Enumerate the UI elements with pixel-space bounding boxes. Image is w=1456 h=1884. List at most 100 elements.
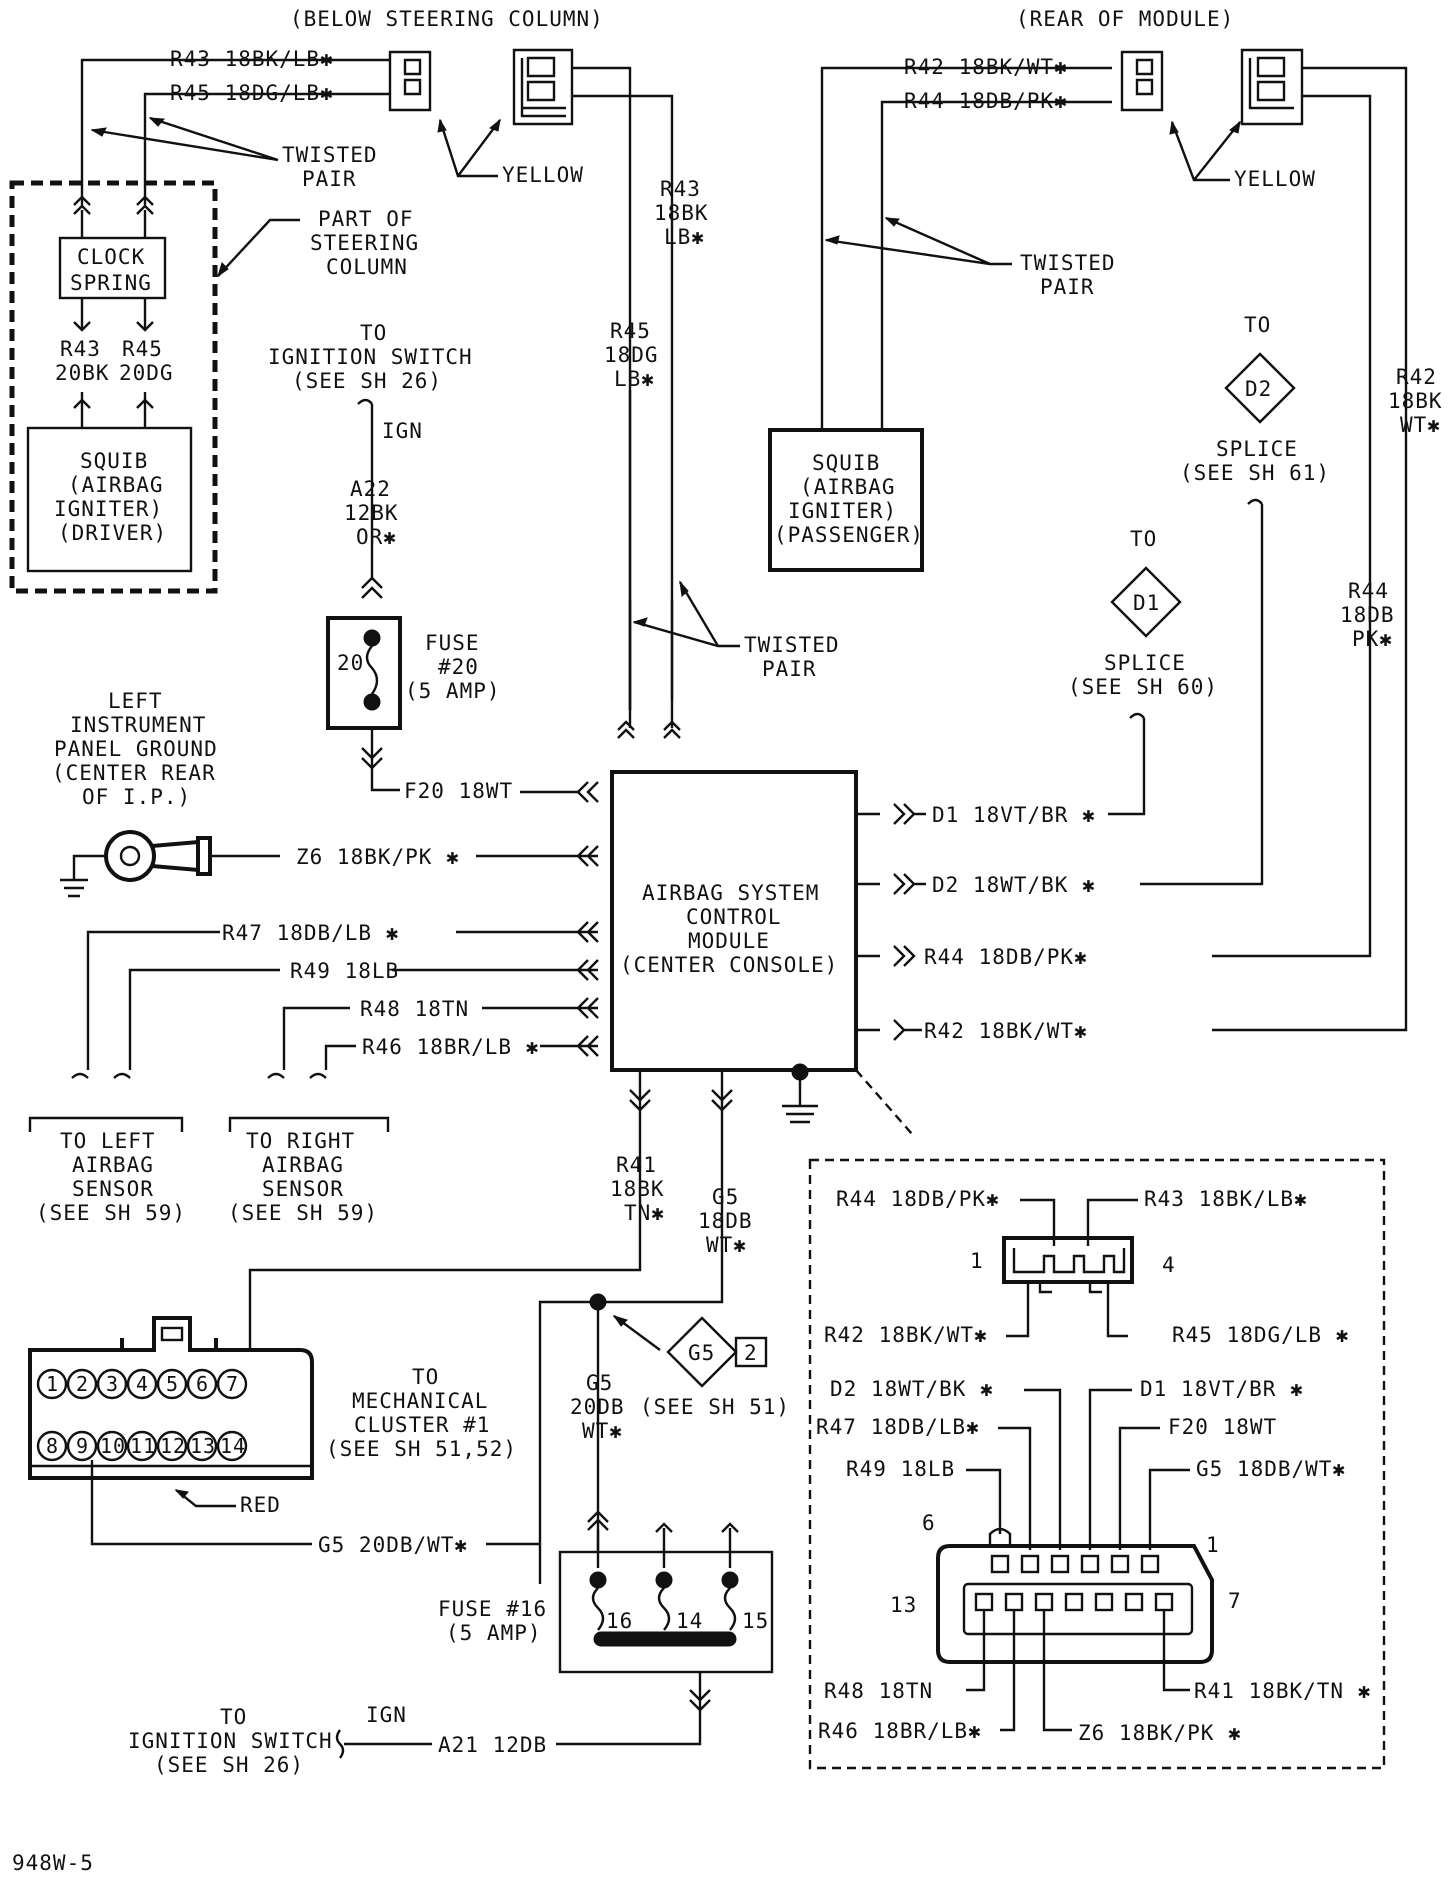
panel-ground-label: PANEL GROUND	[54, 737, 218, 761]
squib-pass-3: IGNITER)	[788, 499, 897, 523]
squib-connector-icon	[1002, 1236, 1134, 1294]
c-r46: R46 18BR/LB✱	[818, 1719, 982, 1743]
splice-d1: SPLICE	[1104, 651, 1186, 675]
twisted-pair-label-right: TWISTED	[1020, 251, 1116, 275]
f15-num: 15	[742, 1609, 769, 1633]
f16-num: 16	[606, 1609, 633, 1633]
clock-spring-box	[58, 236, 167, 300]
r43-cs-label: R43	[60, 337, 101, 361]
fuse20-label: #20	[438, 655, 479, 679]
g5-wire: G5 20DB/WT✱	[318, 1533, 468, 1557]
below-steering-column-label: (BELOW STEERING COLUMN)	[290, 7, 604, 31]
module-2: CONTROL	[686, 905, 782, 929]
cluster-pin-14: 14	[220, 1434, 246, 1458]
a22-1: A22	[350, 477, 391, 501]
pair-label-mid: PAIR	[762, 657, 817, 681]
r44-wire: R44 18DB/PK✱	[924, 945, 1088, 969]
cluster-pin-5: 5	[166, 1372, 179, 1396]
c-7: 7	[1228, 1589, 1242, 1613]
r43-mid-2: 18BK	[654, 201, 709, 225]
g5-1: G5	[712, 1185, 739, 1209]
c-g5: G5 18DB/WT✱	[1196, 1457, 1346, 1481]
r49-wire: R49 18LB	[290, 959, 399, 983]
airbag-left-label: AIRBAG	[72, 1153, 154, 1177]
connector-detail-box	[808, 1158, 1386, 1770]
rear-of-module-label: (REAR OF MODULE)	[1016, 7, 1234, 31]
d2-label: D2	[1245, 377, 1272, 401]
r43-mid-1: R43	[660, 177, 701, 201]
cluster-pin-6: 6	[196, 1372, 209, 1396]
cluster-pin-8: 8	[46, 1434, 59, 1458]
instrument-label: INSTRUMENT	[70, 713, 206, 737]
sensor-left-label: SENSOR	[72, 1177, 154, 1201]
f20-wire: F20 18WT	[404, 779, 513, 803]
d2-diamond	[1224, 352, 1296, 424]
r46-wire: R46 18BR/LB ✱	[362, 1035, 539, 1059]
cluster-pin-9: 9	[76, 1434, 89, 1458]
fuse20-box	[326, 616, 402, 730]
see-sh51-label: (SEE SH 51)	[640, 1395, 790, 1419]
c-r49: R49 18LB	[846, 1457, 955, 1481]
driver-connector-large	[512, 48, 574, 126]
r41-3: TN✱	[624, 1201, 665, 1225]
steering-column-box	[9, 180, 218, 594]
r45-cs-gauge: 20DG	[119, 361, 174, 385]
column-label: COLUMN	[326, 255, 408, 279]
r41-1: R41	[616, 1153, 657, 1177]
module-1: AIRBAG SYSTEM	[642, 881, 819, 905]
c-r45: R45 18DG/LB ✱	[1172, 1323, 1349, 1347]
c-f20: F20 18WT	[1168, 1415, 1277, 1439]
to-right-label: TO RIGHT	[246, 1129, 355, 1153]
a22-3: OR✱	[356, 525, 397, 549]
r45-mid-1: R45	[610, 319, 651, 343]
squib-driver-4: (DRIVER)	[58, 521, 167, 545]
squib-pass-4: (PASSENGER)	[774, 523, 924, 547]
r44-side-1: R44	[1348, 579, 1389, 603]
g5-diamond	[666, 1316, 738, 1388]
cluster-pin-1: 1	[46, 1372, 59, 1396]
r43-cs-gauge: 20BK	[55, 361, 110, 385]
steering-label: STEERING	[310, 231, 419, 255]
squib-pass-1: SQUIB	[812, 451, 880, 475]
a21-wire: A21 12DB	[438, 1733, 547, 1757]
r42-side-3: WT✱	[1400, 413, 1441, 437]
left-label: LEFT	[108, 689, 163, 713]
c-r47: R47 18DB/LB✱	[816, 1415, 980, 1439]
of-ip-label: OF I.P.)	[82, 785, 191, 809]
r45-mid-3: LB✱	[614, 367, 655, 391]
c-13: 13	[890, 1593, 917, 1617]
r44-side-2: 18DB	[1340, 603, 1395, 627]
cluster-pin-2: 2	[76, 1372, 89, 1396]
r47-wire: R47 18DB/LB ✱	[222, 921, 399, 945]
r43-top-label: R43 18BK/LB✱	[170, 47, 334, 71]
r45-cs-label: R45	[122, 337, 163, 361]
cluster-pin-11: 11	[130, 1434, 156, 1458]
c-r44: R44 18DB/PK✱	[836, 1187, 1000, 1211]
airbag-control-module	[610, 770, 858, 1072]
d2-wire: D2 18WT/BK ✱	[932, 873, 1096, 897]
cluster-pin-3: 3	[106, 1372, 119, 1396]
see-sh26-2: (SEE SH 26)	[154, 1753, 304, 1777]
c-r41: R41 18BK/TN ✱	[1194, 1679, 1371, 1703]
spring-label: SPRING	[70, 271, 152, 295]
g5-lo-2: 20DB	[570, 1395, 625, 1419]
c-4: 4	[1162, 1253, 1176, 1277]
squib-driver-2: (AIRBAG	[68, 473, 164, 497]
to-d1-label: TO	[1130, 527, 1157, 551]
see-sh5152-label: (SEE SH 51,52)	[326, 1437, 517, 1461]
passenger-squib-box	[768, 428, 924, 572]
cluster-pin-13: 13	[190, 1434, 216, 1458]
g5-lo-3: WT✱	[582, 1419, 623, 1443]
yellow-label-left: YELLOW	[502, 163, 584, 187]
g5-diamond-label: G5	[688, 1341, 715, 1365]
ign-switch-label: IGNITION SWITCH	[268, 345, 473, 369]
see-sh26-label: (SEE SH 26)	[292, 369, 442, 393]
ground-eyelet	[60, 830, 212, 898]
passenger-connector-small	[1120, 50, 1164, 112]
cluster-pin-12: 12	[160, 1434, 186, 1458]
c-1: 1	[970, 1249, 984, 1273]
fuse20-num: 20	[337, 651, 364, 675]
squib-driver-1: SQUIB	[80, 449, 148, 473]
g5-lo-1: G5	[586, 1371, 613, 1395]
